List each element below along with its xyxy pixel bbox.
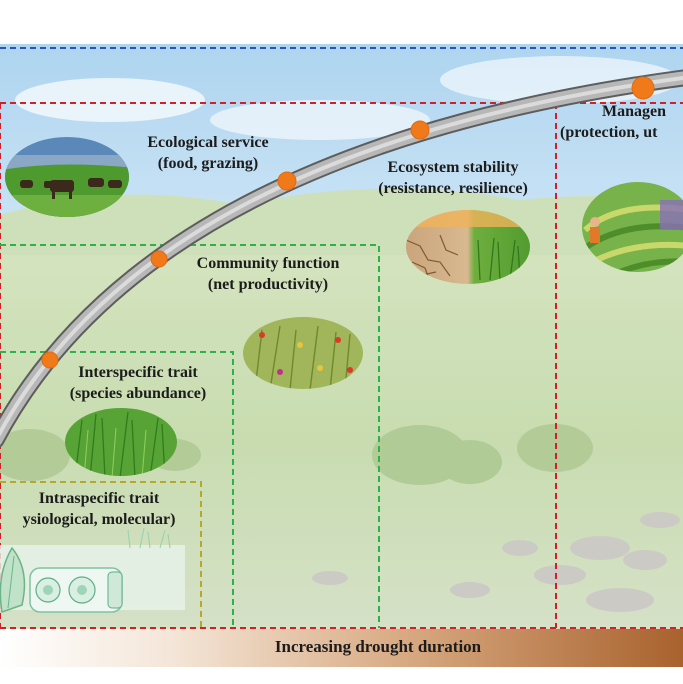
management-title: Managen — [602, 103, 666, 120]
label-intraspecific-trait: Intraspecific trait ysiological, molecul… — [0, 488, 210, 530]
terraced-fields-icon — [582, 182, 683, 272]
label-ecological-service: Ecological service (food, grazing) — [120, 132, 296, 174]
stability-detail: (resistance, resilience) — [378, 180, 528, 197]
cloud — [210, 100, 430, 140]
grass-tuft-icon — [65, 408, 177, 476]
community-detail: (net productivity) — [207, 276, 329, 293]
scale-boxes — [0, 47, 683, 629]
flowering-grassland-icon — [243, 317, 363, 389]
label-community-function: Community function (net productivity) — [168, 253, 368, 295]
drought-gradient-bar — [0, 629, 683, 667]
interspecific-detail: (species abundance) — [69, 385, 207, 402]
node-community — [150, 250, 168, 268]
leaf-cell-icon — [0, 527, 185, 614]
stability-title: Ecosystem stability — [387, 159, 519, 176]
node-management — [631, 76, 655, 100]
label-ecosystem-stability: Ecosystem stability (resistance, resilie… — [348, 157, 558, 199]
service-detail: (food, grazing) — [157, 155, 259, 172]
drought-axis-label: Increasing drought duration — [274, 637, 482, 656]
red-dashed-box-management — [0, 102, 683, 628]
node-interspecific — [41, 351, 59, 369]
rocks — [312, 512, 680, 612]
community-title: Community function — [196, 255, 340, 272]
node-stability — [410, 120, 430, 140]
green-dashed-box-community — [0, 244, 380, 628]
label-interspecific-trait: Interspecific trait (species abundance) — [38, 362, 238, 404]
cloud — [15, 78, 205, 122]
olive-dashed-box-intraspecific — [0, 481, 202, 628]
intraspecific-detail: ysiological, molecular) — [22, 511, 176, 528]
label-management: Managen (protection, ut — [552, 101, 683, 143]
interspecific-title: Interspecific trait — [78, 364, 198, 381]
node-service — [277, 171, 297, 191]
green-dashed-box-interspecific — [0, 351, 234, 628]
arc-nodes — [41, 76, 655, 369]
service-title: Ecological service — [147, 134, 269, 151]
intraspecific-title: Intraspecific trait — [38, 490, 160, 507]
management-detail: (protection, ut — [560, 124, 658, 141]
